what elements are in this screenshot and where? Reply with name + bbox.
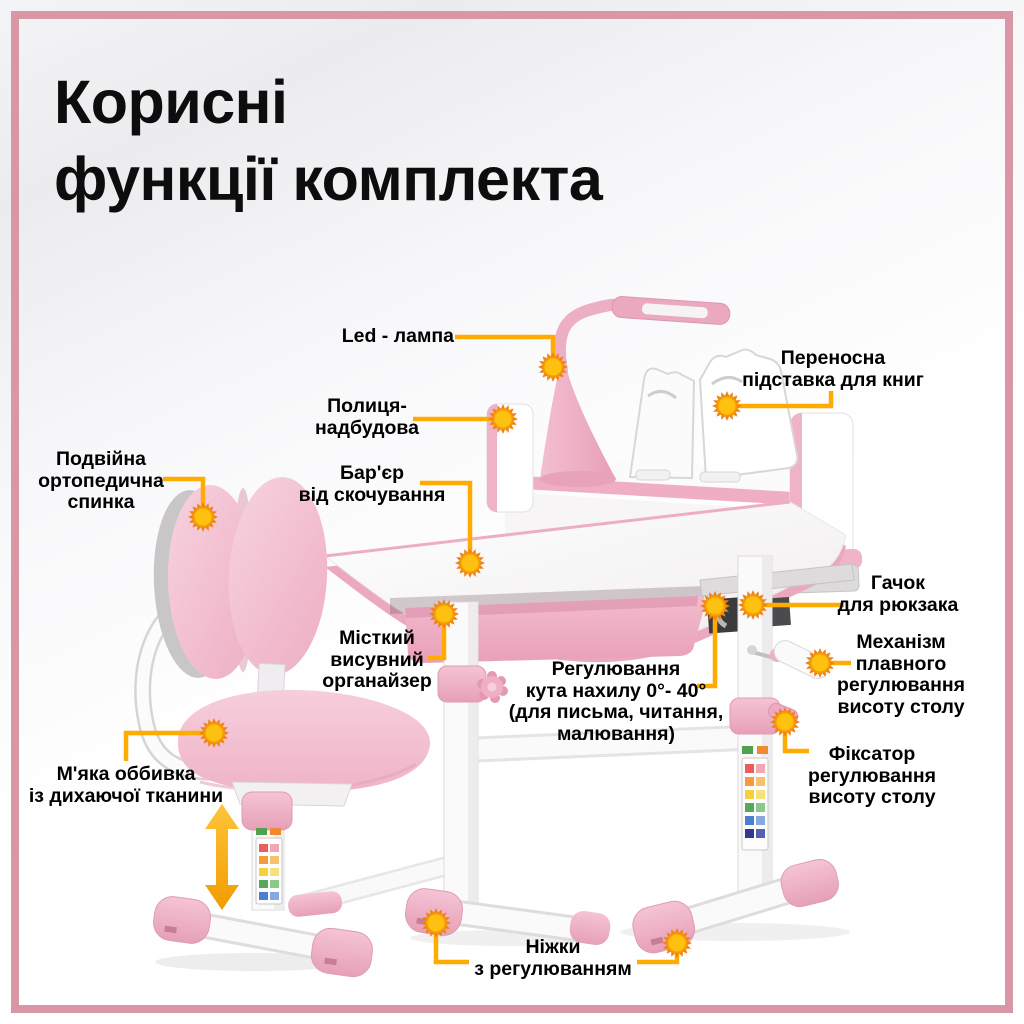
connector-line — [163, 476, 206, 511]
sunburst-icon — [711, 390, 743, 422]
callout-tilt-adjustment: Регулювання кута нахилу 0°- 40° (для пис… — [508, 658, 724, 745]
sunburst-icon — [187, 501, 219, 533]
chair-foot — [153, 896, 373, 978]
connector-line — [123, 730, 208, 761]
callout-barrier: Бар'єр від скочування — [298, 462, 446, 506]
sunburst-icon — [454, 547, 486, 579]
connector-line — [697, 613, 718, 689]
callout-mechanism: Механізм плавного регулювання висоту сто… — [836, 631, 966, 718]
callout-hook: Гачок для рюкзака — [837, 572, 959, 616]
sunburst-icon — [769, 706, 801, 738]
chair-post — [231, 781, 353, 911]
sunburst-icon — [428, 598, 460, 630]
connector-line — [420, 480, 473, 557]
chair-height-sticker — [255, 828, 283, 905]
callout-backrest: Подвійна ортопедична спинка — [38, 448, 164, 513]
sunburst-icon — [661, 927, 693, 959]
led-lamp — [540, 296, 731, 487]
sunburst-icon — [420, 907, 452, 939]
height-adjust-arrow-icon — [205, 804, 239, 910]
tilt-knob — [477, 671, 508, 703]
page-title: Корисні функції комплекта — [54, 68, 603, 213]
callout-book-stand: Переносна підставка для книг — [742, 347, 924, 391]
height-scale-sticker — [741, 746, 769, 851]
desk-left-leg — [437, 601, 508, 915]
sunburst-icon — [537, 351, 569, 383]
connector-line — [428, 621, 447, 661]
callout-upholstery: М'яка оббивка із дихаючої тканини — [28, 763, 224, 807]
callout-led-lamp: Led - лампа — [341, 325, 454, 347]
book-stand — [629, 348, 799, 483]
callout-feet: Ніжки з регулюванням — [474, 936, 632, 980]
connector-line — [433, 929, 469, 965]
sunburst-icon — [487, 403, 519, 435]
callout-shelf: Полиця- надбудова — [314, 395, 419, 439]
desk-right-leg — [729, 555, 830, 907]
desk — [297, 296, 863, 954]
callout-height-lock: Фіксатор регулювання висоту столу — [807, 743, 937, 808]
chair — [134, 477, 431, 978]
connector-line — [734, 391, 834, 409]
sunburst-icon — [699, 590, 731, 622]
backrest — [153, 477, 328, 710]
callout-organizer: Місткий висувний органайзер — [322, 627, 432, 692]
connector-line — [455, 334, 556, 360]
chair-rear-foot — [288, 891, 343, 917]
sunburst-icon — [737, 589, 769, 621]
sunburst-icon — [198, 717, 230, 749]
